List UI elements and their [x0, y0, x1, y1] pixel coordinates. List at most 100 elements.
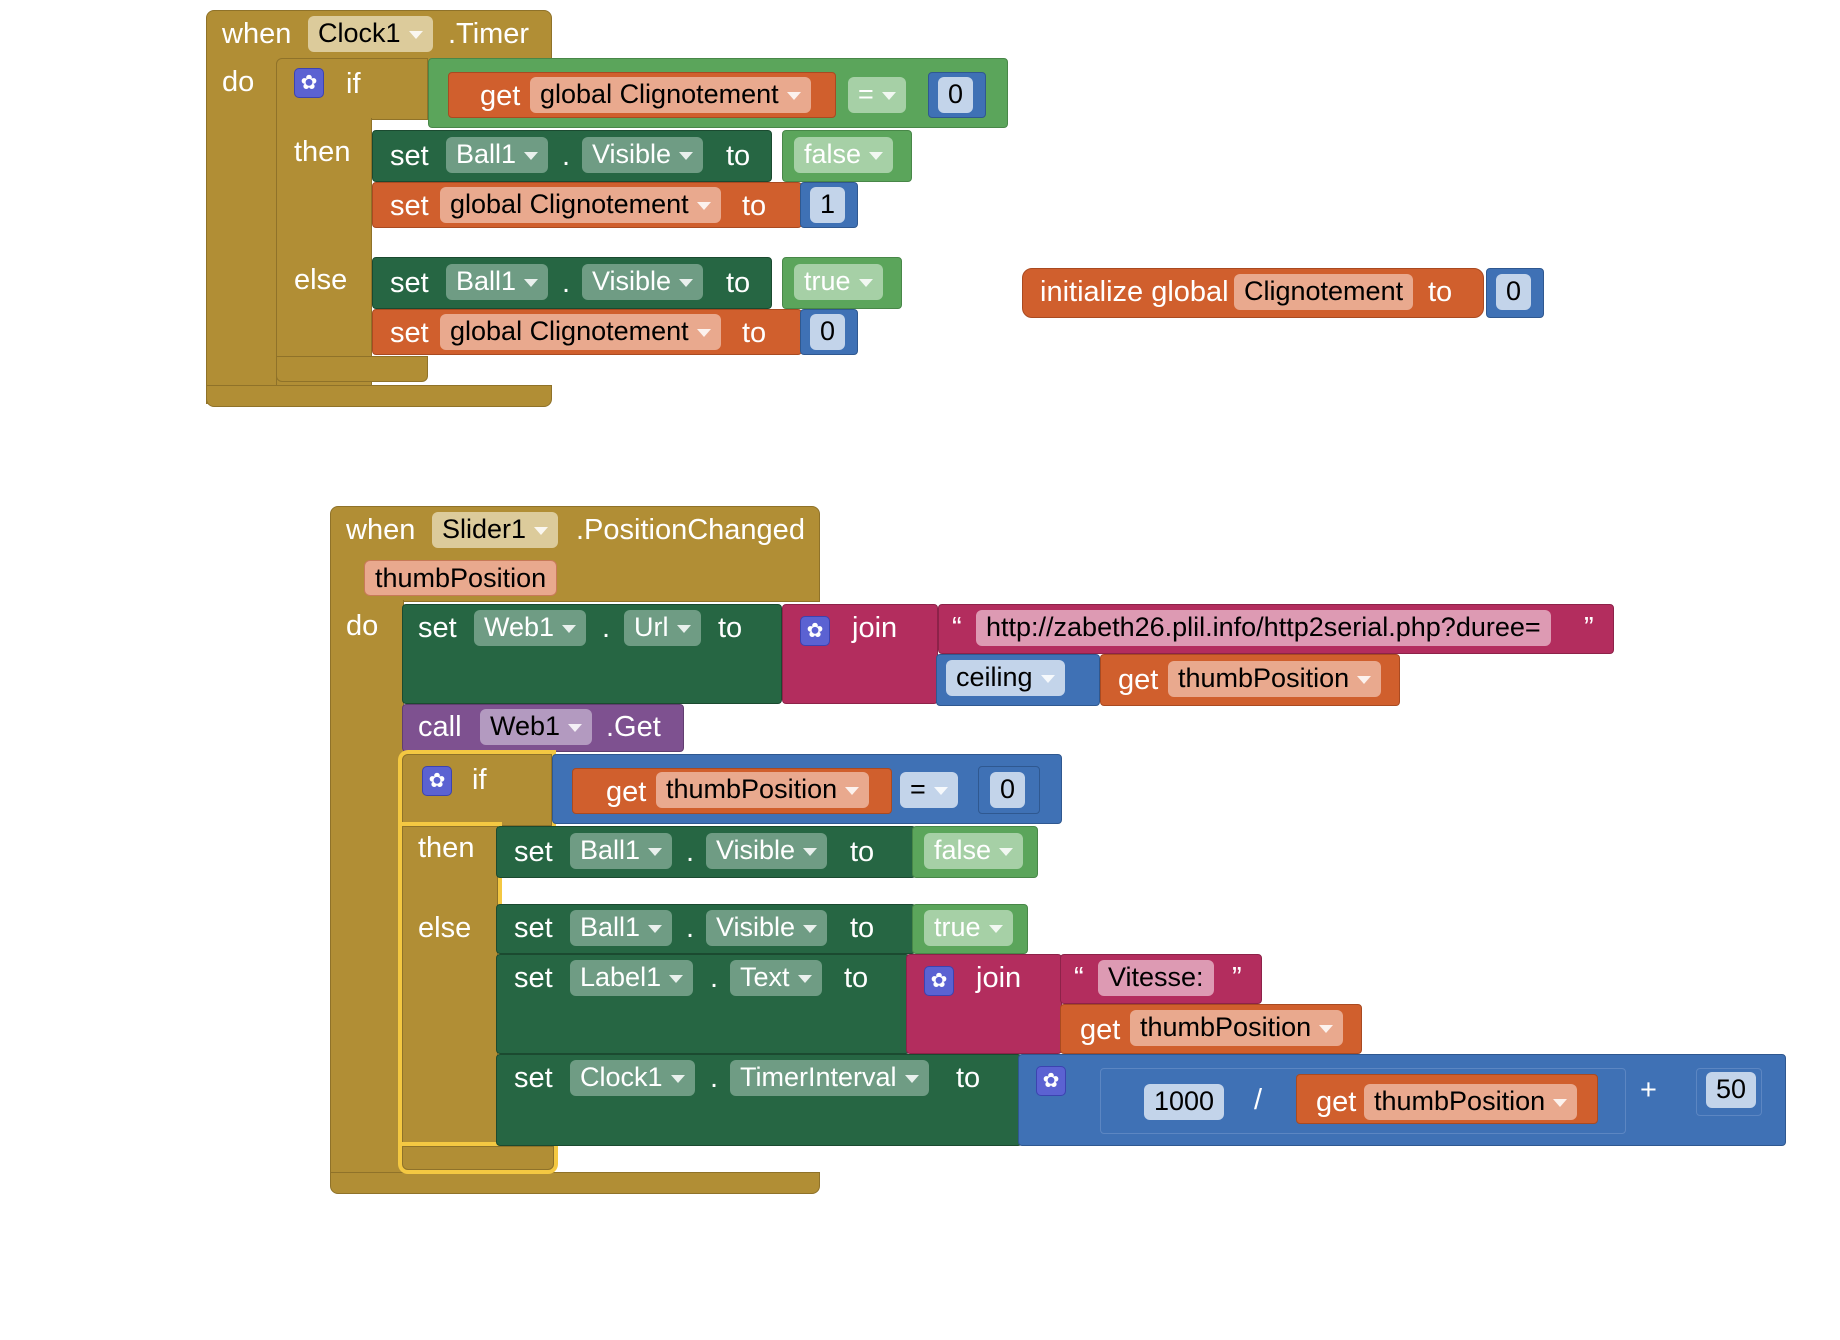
operator-dropdown[interactable]: = [848, 77, 906, 113]
to-label: to [726, 140, 751, 172]
timer-event-label: .Timer [448, 18, 530, 50]
vitesse-text-field[interactable]: Vitesse: [1098, 960, 1214, 996]
do-label: do [346, 610, 379, 642]
if-label: if [472, 764, 487, 796]
gear-icon[interactable]: ✿ [422, 766, 452, 796]
set-web-url-block[interactable] [402, 604, 782, 704]
if-label: if [346, 68, 361, 100]
initialize-global-label: initialize global [1040, 276, 1229, 308]
property-dropdown[interactable]: Visible [706, 910, 828, 946]
component-dropdown[interactable]: Ball1 [570, 833, 673, 869]
get-label: get [606, 776, 647, 808]
get-label: get [1080, 1014, 1121, 1046]
to-label: to [850, 836, 875, 868]
set-label: set [418, 612, 457, 644]
property-dropdown[interactable]: Text [730, 960, 822, 996]
divide-operator: / [1254, 1084, 1263, 1116]
slider-component-dropdown[interactable]: Slider1 [432, 512, 559, 548]
property-dropdown[interactable]: Visible [582, 137, 704, 173]
boolean-dropdown[interactable]: false [794, 137, 894, 173]
component-dropdown[interactable]: Clock1 [570, 1060, 695, 1096]
get-label: get [1316, 1086, 1357, 1118]
dot-label: . [602, 612, 611, 644]
open-quote-label: “ [952, 612, 962, 644]
then-label: then [418, 832, 475, 864]
gear-icon[interactable]: ✿ [924, 966, 954, 996]
thumb-position-param[interactable]: thumbPosition [364, 560, 558, 596]
component-dropdown[interactable]: Web1 [480, 709, 593, 745]
set-label: set [390, 267, 429, 299]
component-dropdown[interactable]: Ball1 [570, 910, 673, 946]
gear-icon[interactable]: ✿ [800, 616, 830, 646]
number-field[interactable]: 0 [990, 772, 1026, 808]
url-text-field[interactable]: http://zabeth26.plil.info/http2serial.ph… [976, 610, 1551, 646]
variable-dropdown[interactable]: global Clignotement [440, 314, 721, 350]
boolean-dropdown[interactable]: true [924, 910, 1013, 946]
to-label: to [844, 962, 869, 994]
set-label: set [514, 962, 553, 994]
join-label: join [852, 612, 898, 644]
number-field[interactable]: 1000 [1144, 1084, 1225, 1120]
to-label: to [1428, 276, 1453, 308]
property-dropdown[interactable]: TimerInterval [730, 1060, 929, 1096]
call-label: call [418, 711, 462, 743]
number-field[interactable]: 1 [810, 187, 846, 223]
operator-dropdown[interactable]: = [900, 772, 958, 808]
variable-dropdown[interactable]: thumbPosition [656, 772, 870, 808]
to-label: to [742, 190, 767, 222]
variable-dropdown[interactable]: global Clignotement [530, 77, 811, 113]
when-label: when [222, 18, 292, 50]
property-dropdown[interactable]: Url [624, 610, 701, 646]
component-dropdown[interactable]: Label1 [570, 960, 694, 996]
variable-dropdown[interactable]: global Clignotement [440, 187, 721, 223]
variable-dropdown[interactable]: thumbPosition [1130, 1010, 1344, 1046]
set-label: set [514, 1062, 553, 1094]
dot-label: . [562, 267, 571, 299]
number-field[interactable]: 0 [938, 77, 974, 113]
position-changed-label: .PositionChanged [576, 514, 805, 546]
dot-label: . [686, 912, 695, 944]
ceiling-dropdown[interactable]: ceiling [946, 660, 1065, 696]
variable-dropdown[interactable]: thumbPosition [1364, 1084, 1578, 1120]
set-label: set [390, 140, 429, 172]
plus-operator: + [1640, 1074, 1657, 1106]
set-label: set [514, 836, 553, 868]
to-label: to [850, 912, 875, 944]
variable-dropdown[interactable]: thumbPosition [1168, 661, 1382, 697]
else-label: else [418, 912, 472, 944]
number-field[interactable]: 50 [1706, 1072, 1757, 1108]
boolean-dropdown[interactable]: true [794, 264, 883, 300]
component-dropdown[interactable]: Web1 [474, 610, 587, 646]
to-label: to [726, 267, 751, 299]
set-label-text-block[interactable] [496, 954, 910, 1054]
set-label: set [390, 317, 429, 349]
close-quote-label: ” [1232, 962, 1242, 994]
to-label: to [718, 612, 743, 644]
clock-component-dropdown[interactable]: Clock1 [308, 16, 433, 52]
gear-icon[interactable]: ✿ [1036, 1066, 1066, 1096]
property-dropdown[interactable]: Visible [706, 833, 828, 869]
do-label: do [222, 66, 255, 98]
get-label: get [1118, 664, 1159, 696]
number-field[interactable]: 0 [810, 314, 846, 350]
set-ball-visible-block[interactable] [372, 130, 772, 182]
when-label: when [346, 514, 416, 546]
close-quote-label: ” [1584, 612, 1594, 644]
boolean-dropdown[interactable]: false [924, 833, 1024, 869]
property-dropdown[interactable]: Visible [582, 264, 704, 300]
number-field[interactable]: 0 [1496, 274, 1532, 310]
method-label: .Get [606, 711, 661, 743]
then-label: then [294, 136, 351, 168]
dot-label: . [686, 836, 695, 868]
variable-name-field[interactable]: Clignotement [1234, 274, 1414, 310]
dot-label: . [710, 962, 719, 994]
else-label: else [294, 264, 348, 296]
gear-icon[interactable]: ✿ [294, 68, 324, 98]
component-dropdown[interactable]: Ball1 [446, 264, 549, 300]
open-quote-label: “ [1074, 962, 1084, 994]
component-dropdown[interactable]: Ball1 [446, 137, 549, 173]
set-ball-visible-block[interactable] [372, 257, 772, 309]
join-label: join [976, 962, 1022, 994]
set-label: set [390, 190, 429, 222]
